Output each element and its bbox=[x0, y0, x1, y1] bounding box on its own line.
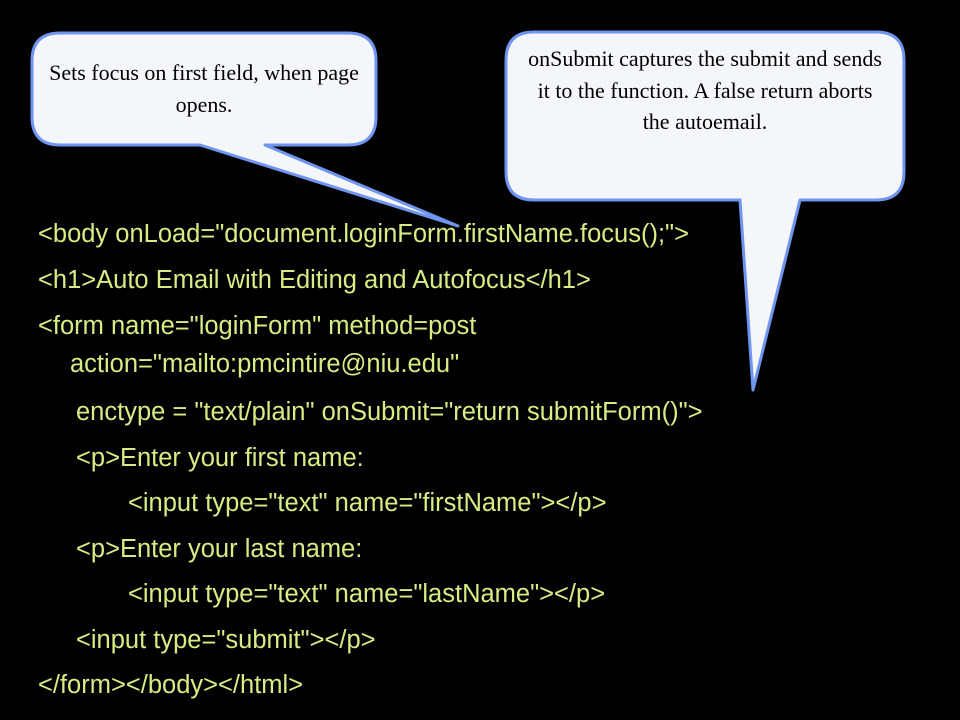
callout-onsubmit bbox=[504, 30, 906, 392]
callout-focus bbox=[30, 31, 460, 228]
code-line-first-name-label: <p>Enter your first name: bbox=[76, 444, 364, 472]
code-line-last-name-label: <p>Enter your last name: bbox=[76, 535, 363, 563]
code-line-submit: <input type="submit"></p> bbox=[76, 626, 376, 654]
code-line-action: action="mailto:pmcintire@niu.edu" bbox=[70, 350, 460, 378]
code-line-closing-tags: </form></body></html> bbox=[38, 671, 304, 699]
code-line-first-name-input: <input type="text" name="firstName"></p> bbox=[128, 489, 607, 517]
callout-focus-text: Sets focus on first field, when page ope… bbox=[49, 60, 359, 117]
code-line-last-name-input: <input type="text" name="lastName"></p> bbox=[128, 580, 606, 608]
callout-onsubmit-text: onSubmit captures the submit and sends i… bbox=[528, 46, 882, 134]
code-line-body: <body onLoad="document.loginForm.firstNa… bbox=[38, 220, 689, 248]
code-line-form: <form name="loginForm" method=post bbox=[38, 312, 477, 340]
code-line-enctype: enctype = "text/plain" onSubmit="return … bbox=[76, 398, 703, 426]
code-line-h1: <h1>Auto Email with Editing and Autofocu… bbox=[38, 266, 591, 294]
